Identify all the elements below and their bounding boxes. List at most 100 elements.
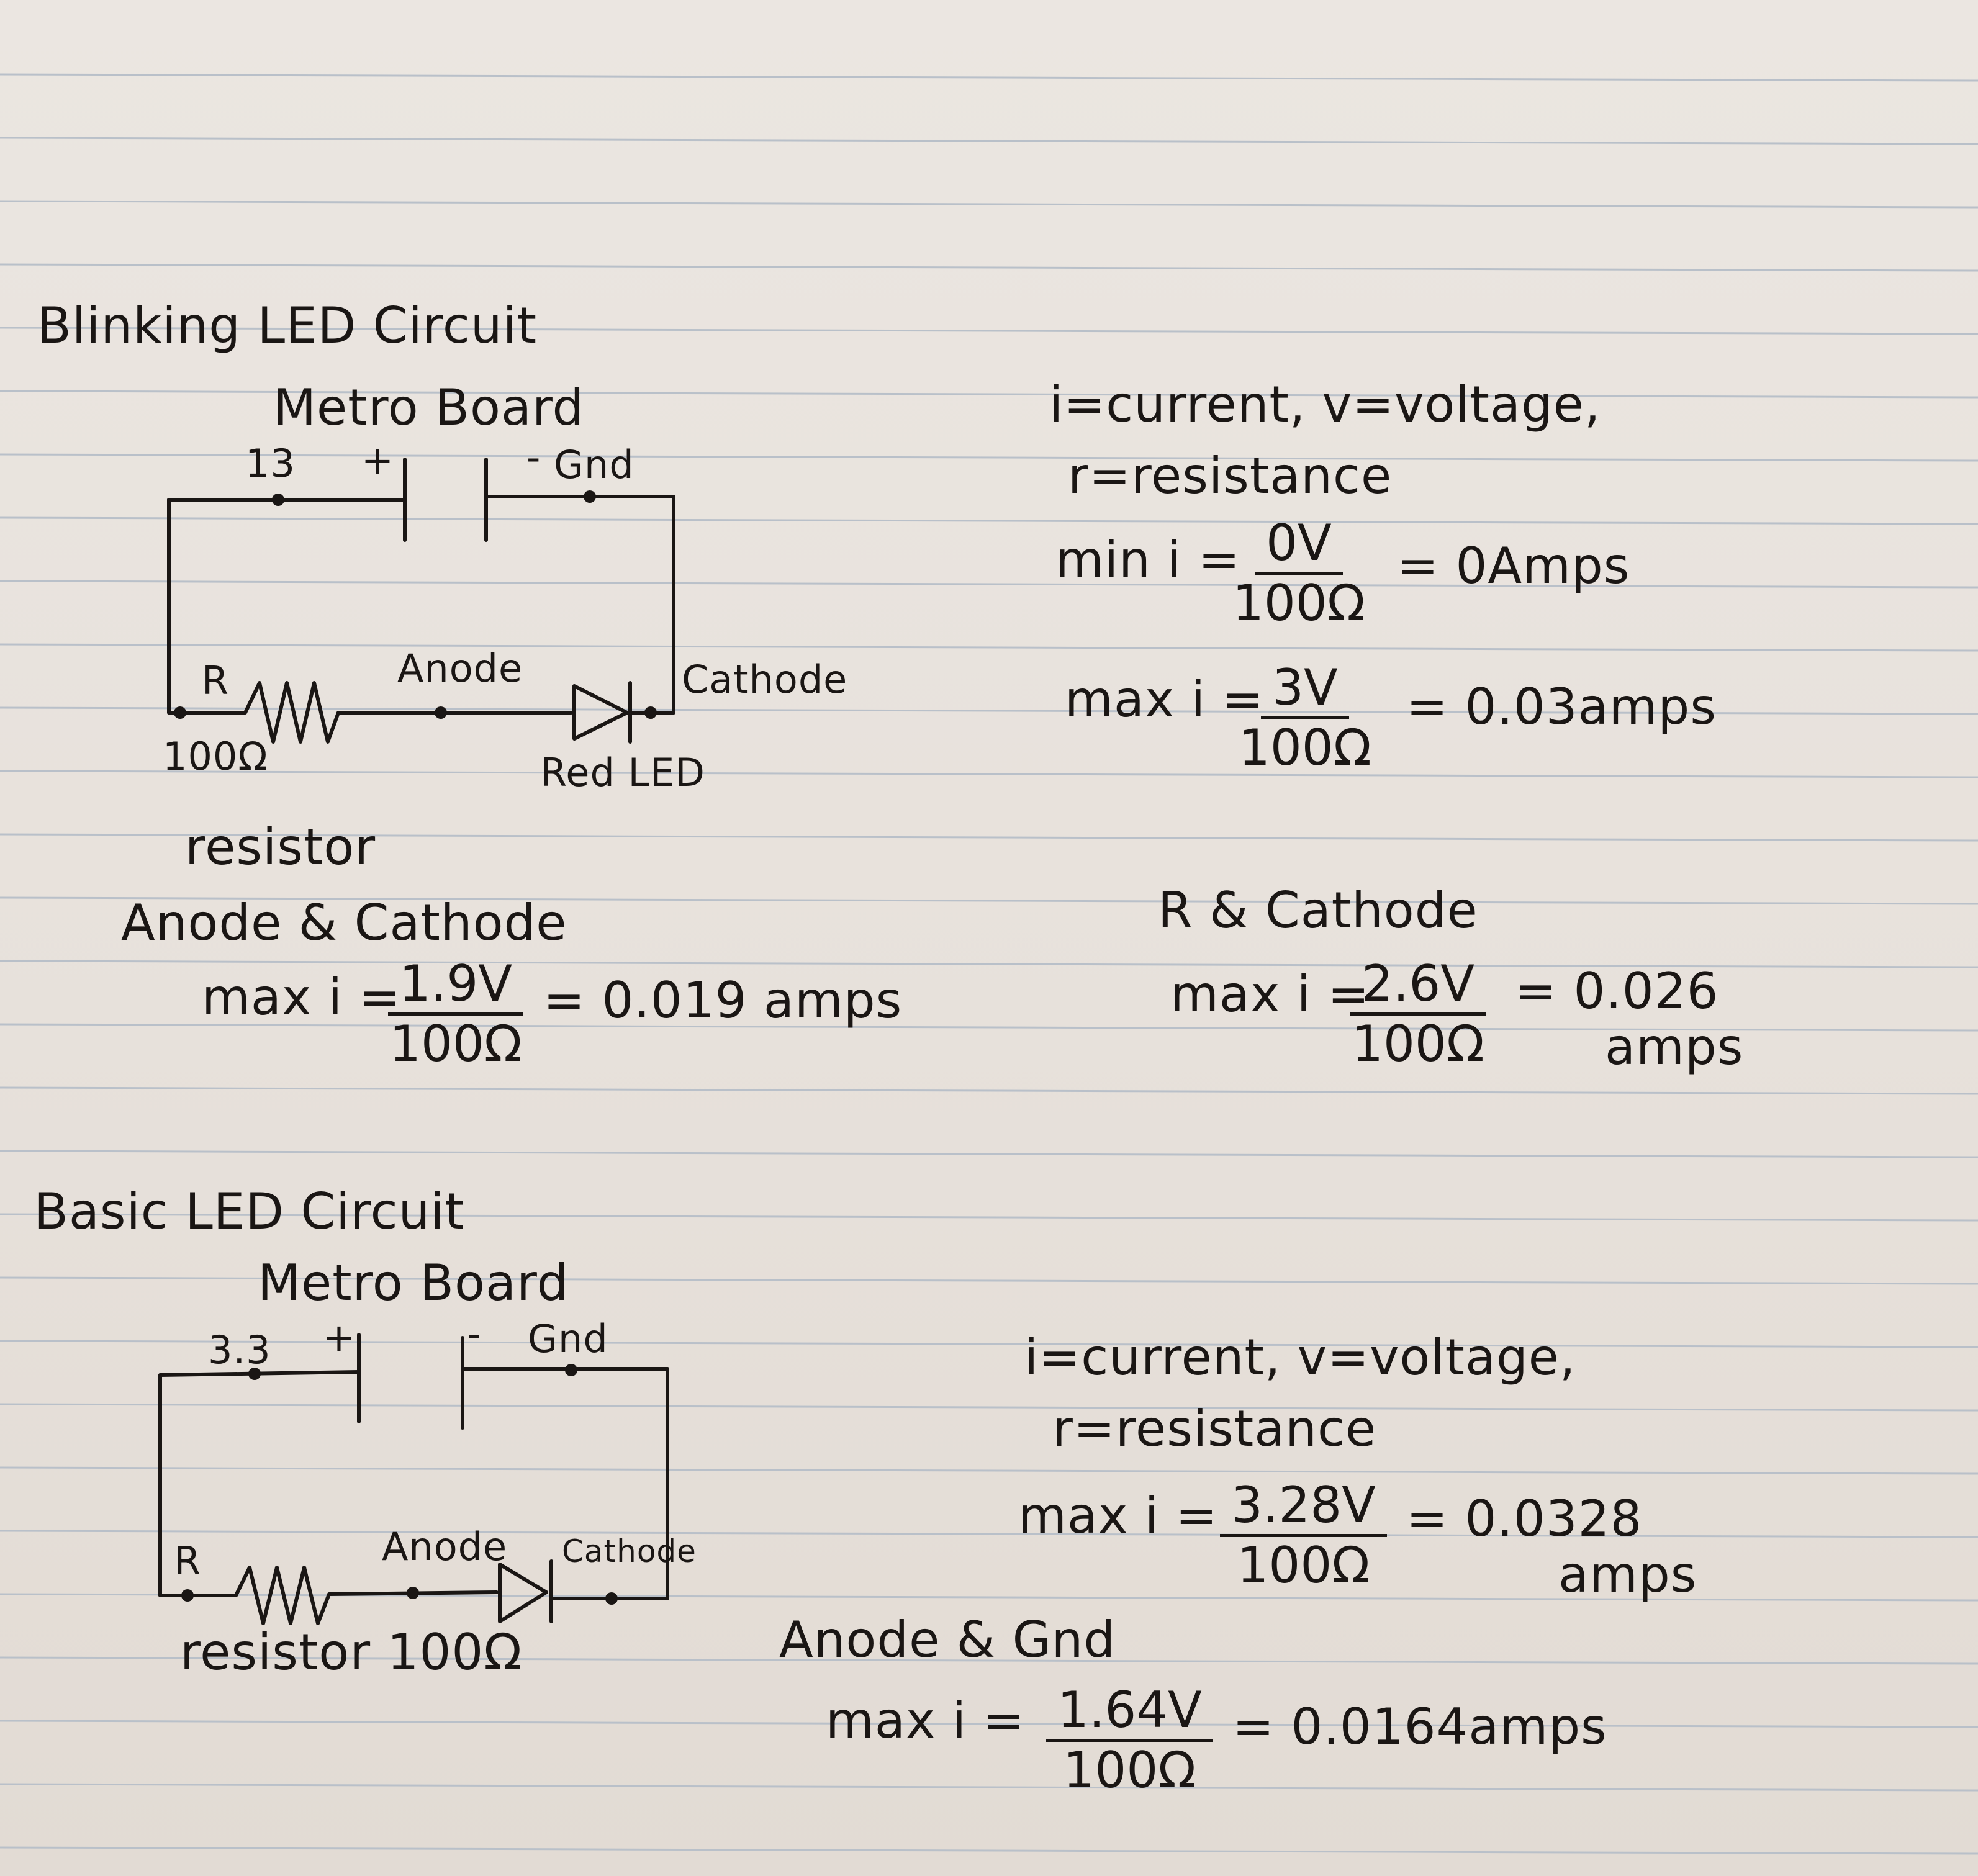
ruled-line xyxy=(0,1466,1978,1475)
section1-rc-fraction: 2.6V 100Ω xyxy=(1350,959,1486,1069)
ruled-line xyxy=(0,706,1978,715)
section2-resistor-node xyxy=(181,1589,194,1602)
section1-ac-fraction: 1.9V 100Ω xyxy=(388,959,523,1069)
section1-rc-unit: amps xyxy=(1605,1018,1744,1076)
section1-ac-denominator: 100Ω xyxy=(389,1015,522,1073)
section2-resistor-label: resistor 100Ω xyxy=(180,1623,523,1681)
ruled-line xyxy=(0,1403,1978,1412)
ruled-line xyxy=(0,73,1978,82)
section1-min-label: min i = xyxy=(1055,531,1240,589)
ruled-line xyxy=(0,516,1978,525)
section1-max-result: = 0.03amps xyxy=(1406,678,1717,736)
ruled-line xyxy=(0,1213,1978,1222)
ruled-line xyxy=(0,1150,1978,1158)
ruled-line xyxy=(0,1530,1978,1538)
section1-anode-node xyxy=(435,706,447,719)
section2-minus-label: - xyxy=(467,1311,482,1356)
ruled-line xyxy=(0,1783,1978,1792)
section2-led-symbol xyxy=(498,1563,548,1623)
section2-cathode-label: Cathode xyxy=(562,1533,697,1569)
section1-circuit-diagram xyxy=(167,458,675,744)
section2-max-numerator: 3.28V xyxy=(1220,1481,1387,1537)
section2-ag-fraction: 1.64V 100Ω xyxy=(1046,1685,1213,1795)
ruled-line xyxy=(0,833,1978,842)
section2-definitions-line2: r=resistance xyxy=(1052,1400,1377,1458)
section1-rc-label: max i = xyxy=(1170,965,1370,1023)
ruled-line xyxy=(0,453,1978,462)
section1-pin-label: 13 xyxy=(245,441,296,486)
section1-led-symbol xyxy=(572,684,629,741)
section1-cathode-label: Cathode xyxy=(682,657,848,702)
section2-max-denominator: 100Ω xyxy=(1237,1536,1370,1594)
section1-resistor-symbol xyxy=(167,681,573,744)
ruled-line xyxy=(0,770,1978,778)
ruled-line xyxy=(0,1340,1978,1348)
section1-title: Blinking LED Circuit xyxy=(37,297,538,354)
ruled-line xyxy=(0,200,1978,209)
section2-pin-label: 3.3 xyxy=(208,1327,271,1373)
section2-cathode-node xyxy=(605,1592,618,1605)
section1-max-fraction: 3V 100Ω xyxy=(1239,663,1371,773)
section1-min-fraction: 0V 100Ω xyxy=(1232,518,1365,628)
section1-ac-label: max i = xyxy=(202,968,402,1026)
section2-max-fraction: 3.28V 100Ω xyxy=(1220,1481,1387,1590)
section1-anode-cathode-title: Anode & Cathode xyxy=(121,894,567,952)
section1-gnd-label: Gnd xyxy=(554,442,634,487)
section1-definitions-line2: r=resistance xyxy=(1068,447,1393,505)
section1-rc-denominator: 100Ω xyxy=(1352,1015,1484,1073)
section2-circuit-diagram xyxy=(158,1333,669,1625)
section1-resistor-letter: R xyxy=(202,658,230,703)
section2-gnd-label: Gnd xyxy=(528,1316,608,1361)
section2-max-unit: amps xyxy=(1558,1546,1697,1603)
section1-cathode-node xyxy=(644,706,657,719)
section1-ac-result: = 0.019 amps xyxy=(543,972,903,1029)
section2-ag-result: = 0.0164amps xyxy=(1232,1698,1607,1756)
section2-title: Basic LED Circuit xyxy=(34,1183,465,1240)
section2-resistor-letter: R xyxy=(174,1538,202,1584)
section1-max-denominator: 100Ω xyxy=(1239,719,1371,777)
section2-definitions-line1: i=current, v=voltage, xyxy=(1024,1328,1576,1386)
section2-board-label: Metro Board xyxy=(258,1254,569,1312)
section1-resistor-word: resistor xyxy=(185,818,376,876)
section1-gnd-node xyxy=(584,490,596,503)
section1-board-label: Metro Board xyxy=(273,379,585,436)
section1-plus-label: + xyxy=(361,438,394,483)
section1-definitions-line1: i=current, v=voltage, xyxy=(1049,376,1601,433)
ruled-line xyxy=(0,896,1978,905)
ruled-line xyxy=(0,327,1978,335)
section1-resistor-value: 100Ω xyxy=(163,734,268,779)
section2-pin-node xyxy=(248,1368,261,1380)
section2-max-label: max i = xyxy=(1018,1487,1218,1545)
section2-ag-numerator: 1.64V xyxy=(1046,1685,1213,1742)
section1-min-result: = 0Amps xyxy=(1397,537,1630,595)
ruled-line xyxy=(0,580,1978,589)
section1-minus-label: - xyxy=(526,435,541,480)
ruled-line xyxy=(0,1086,1978,1095)
section1-rc-numerator: 2.6V xyxy=(1350,959,1486,1016)
section1-max-numerator: 3V xyxy=(1261,663,1349,719)
ruled-line xyxy=(0,1846,1978,1855)
section1-ac-numerator: 1.9V xyxy=(388,959,523,1016)
ruled-line xyxy=(0,1276,1978,1285)
section2-ag-denominator: 100Ω xyxy=(1063,1741,1196,1799)
section2-plus-label: + xyxy=(323,1315,356,1360)
section2-anode-node xyxy=(407,1587,419,1599)
section2-ag-label: max i = xyxy=(826,1692,1026,1749)
section1-rc-result: = 0.026 xyxy=(1515,962,1719,1020)
section1-min-denominator: 100Ω xyxy=(1232,574,1365,632)
section1-anode-label: Anode xyxy=(397,646,523,691)
section2-gnd-node xyxy=(565,1364,577,1376)
section1-max-label: max i = xyxy=(1065,670,1265,728)
ruled-line xyxy=(0,1656,1978,1665)
section1-r-cathode-title: R & Cathode xyxy=(1158,882,1478,939)
section2-anode-gnd-title: Anode & Gnd xyxy=(779,1611,1116,1669)
ruled-line xyxy=(0,960,1978,968)
ruled-line xyxy=(0,1023,1978,1032)
section1-resistor-node xyxy=(174,706,186,719)
section2-max-result: = 0.0328 xyxy=(1406,1490,1643,1548)
ruled-line xyxy=(0,390,1978,399)
section1-pin13-node xyxy=(272,494,284,506)
section2-resistor-symbol xyxy=(158,1566,499,1625)
